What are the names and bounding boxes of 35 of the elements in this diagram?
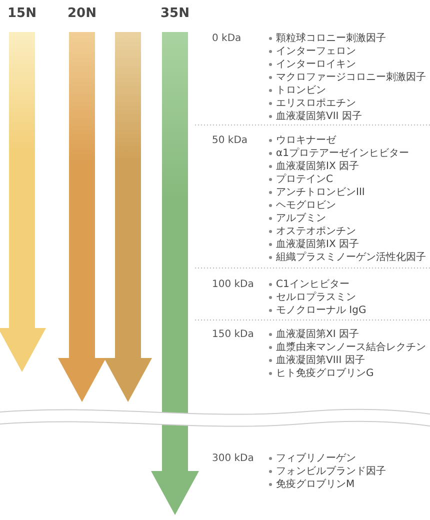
protein-name: トロンビン xyxy=(276,84,326,97)
protein-name: セルロプラスミン xyxy=(276,291,356,304)
protein-name: フォンビルブランド因子 xyxy=(276,465,386,478)
arrow-label: 20N xyxy=(66,5,98,23)
weight-label: 50 kDa xyxy=(212,134,248,147)
protein-name: アンチトロンビンIII xyxy=(276,186,365,199)
protein-name: 血液凝固第IX 因子 xyxy=(276,238,359,251)
protein-name: C1インヒビター xyxy=(276,278,350,291)
weight-label: 0 kDa xyxy=(212,32,242,45)
protein-name: マクロファージコロニー刺激因子 xyxy=(276,71,426,84)
weight-label: 100 kDa xyxy=(212,278,254,291)
weight-label: 150 kDa xyxy=(212,328,254,341)
arrow-label: 35N xyxy=(160,5,190,23)
protein-name: ヘモグロビン xyxy=(276,199,336,212)
weight-label: 300 kDa xyxy=(212,452,254,465)
protein-name: 顆粒球コロニー刺激因子 xyxy=(276,32,386,45)
protein-name: 血液凝固第VIII 因子 xyxy=(276,354,365,367)
protein-name: 免疫グロブリンM xyxy=(276,478,355,491)
protein-name: 血漿由来マンノース結合レクチン xyxy=(276,341,426,354)
protein-name: 血液凝固第IX 因子 xyxy=(276,160,359,173)
protein-name: プロテインC xyxy=(276,173,333,186)
protein-name: エリスロポエチン xyxy=(276,97,356,110)
protein-name: インターロイキン xyxy=(276,58,356,71)
arrow-label: 15N xyxy=(6,5,38,23)
protein-name: α1プロテアーゼインヒビター xyxy=(276,147,409,160)
protein-name: フィブリノーゲン xyxy=(276,452,356,465)
protein-name: インターフェロン xyxy=(276,45,356,58)
protein-name: 血液凝固第XI 因子 xyxy=(276,328,359,341)
protein-name: 血液凝固第VII 因子 xyxy=(276,110,362,123)
protein-name: ウロキナーゼ xyxy=(276,134,336,147)
protein-name: モノクローナル IgG xyxy=(276,304,366,317)
protein-name: ヒト免疫グロブリンG xyxy=(276,367,374,380)
protein-name: 組織プラスミノーゲン活性化因子 xyxy=(276,251,426,264)
protein-name: オステオポンチン xyxy=(276,225,356,238)
protein-name: アルブミン xyxy=(276,212,326,225)
